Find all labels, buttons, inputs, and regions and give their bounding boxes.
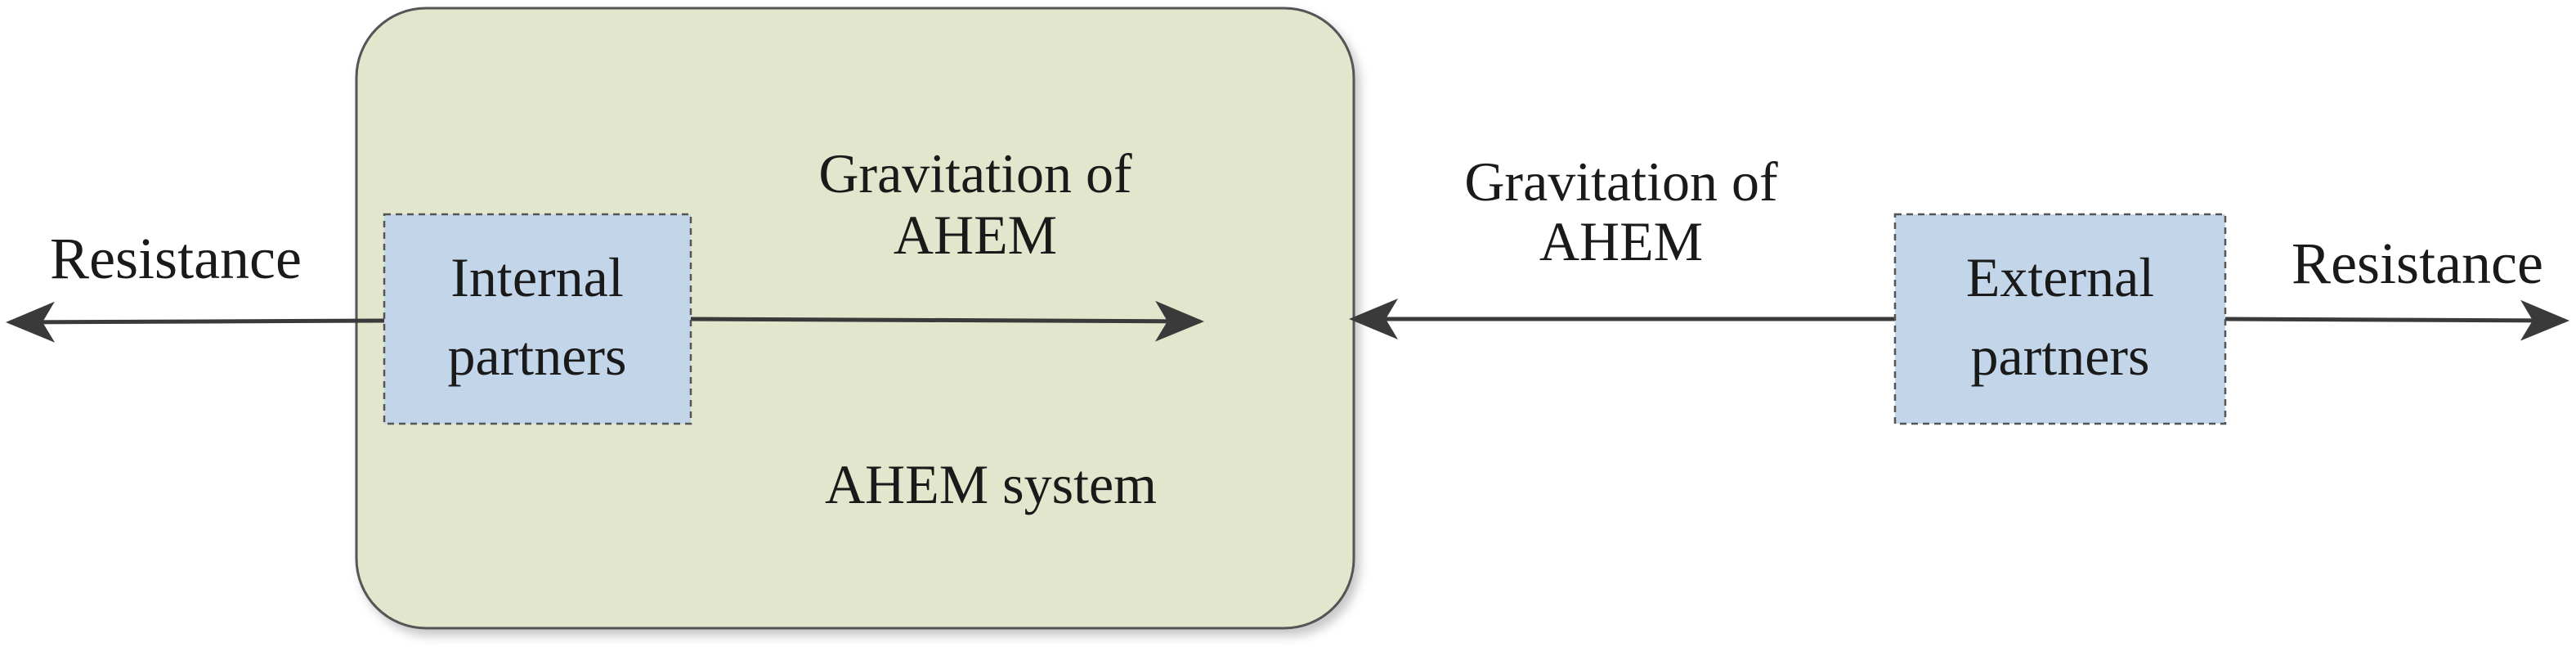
gravitation-inside-arrow — [690, 300, 1204, 342]
gravitation-inside-label-line2: AHEM — [894, 204, 1057, 266]
external-partners-label-line2: partners — [1970, 325, 2149, 387]
internal-partners-label-line2: partners — [447, 325, 626, 387]
external-partners-label-line1: External — [1966, 246, 2154, 308]
gravitation-outside-label-line1: Gravitation of — [1464, 151, 1778, 213]
resistance-right-arrow — [2224, 299, 2569, 341]
gravitation-outside-label-line2: AHEM — [1539, 210, 1703, 272]
resistance-left-arrow — [6, 301, 385, 343]
gravitation-inside-label-line1: Gravitation of — [818, 142, 1132, 204]
resistance-right-label: Resistance — [2292, 231, 2543, 296]
resistance-left-label: Resistance — [50, 226, 302, 291]
internal-partners-label-line1: Internal — [450, 246, 623, 308]
ahem-system-label: AHEM system — [825, 453, 1157, 515]
internal-partners-box — [383, 213, 692, 425]
external-partners-box — [1893, 213, 2227, 425]
